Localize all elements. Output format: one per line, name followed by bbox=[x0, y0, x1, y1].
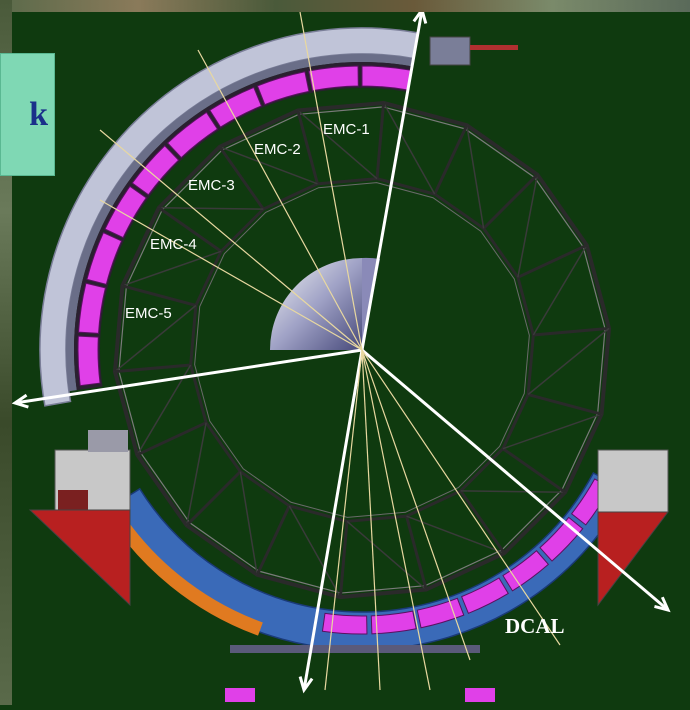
ring-spoke bbox=[433, 124, 469, 195]
emcal-module bbox=[308, 65, 359, 92]
ring-diagonal bbox=[382, 102, 436, 195]
ring-spoke bbox=[122, 284, 197, 307]
title-box: k bbox=[0, 53, 55, 176]
frame-top-bracket bbox=[429, 36, 471, 66]
dcal-boundary-line bbox=[361, 349, 431, 691]
ring-spoke bbox=[114, 363, 191, 374]
inner-ring-highlight bbox=[194, 182, 530, 518]
emc-1-label: EMC-1 bbox=[323, 121, 370, 138]
emcal-module bbox=[104, 185, 147, 239]
ring-spoke bbox=[533, 326, 610, 337]
emcal-arc bbox=[73, 62, 413, 391]
right-tower bbox=[597, 449, 669, 513]
ring-diagonal bbox=[239, 471, 258, 575]
dcal-module bbox=[502, 550, 550, 592]
ring-diagonal bbox=[122, 250, 222, 287]
emcal-module bbox=[256, 71, 310, 106]
central-core bbox=[270, 258, 362, 350]
ring-spoke bbox=[296, 110, 319, 185]
left-red-support bbox=[28, 509, 131, 607]
angle-arrow-right-head bbox=[654, 596, 671, 613]
dcal-boundary-line bbox=[361, 349, 471, 661]
emc-boundary-line bbox=[197, 49, 363, 351]
dcal-boundary-line bbox=[361, 349, 561, 646]
frame-top-arm bbox=[470, 45, 518, 50]
ring-diagonal bbox=[466, 125, 485, 229]
dcal-label: DCAL bbox=[505, 614, 565, 638]
ring-diagonal bbox=[406, 515, 505, 554]
dcal-boundary-line bbox=[361, 349, 381, 691]
ring-diagonal bbox=[288, 505, 342, 598]
ring-spoke bbox=[502, 447, 567, 494]
emc-boundary-line bbox=[99, 199, 363, 351]
ring-diagonal bbox=[502, 413, 602, 450]
emcal-module bbox=[361, 65, 412, 91]
emcal-module bbox=[209, 86, 263, 128]
emc-boundary-line bbox=[299, 11, 363, 351]
ring-spoke bbox=[459, 490, 506, 555]
emc-5-label: EMC-5 bbox=[125, 305, 172, 322]
emcal-module bbox=[131, 145, 180, 196]
ring-spoke bbox=[136, 421, 207, 457]
support-frame bbox=[39, 27, 518, 407]
right-red-support bbox=[597, 511, 670, 607]
angle-lines bbox=[11, 6, 671, 694]
ring-diagonal bbox=[527, 327, 610, 396]
ring-diagonal bbox=[532, 244, 588, 336]
dcal-module bbox=[321, 612, 368, 635]
dcal-module bbox=[416, 597, 465, 629]
ring-spoke bbox=[338, 521, 349, 598]
ring-diagonal bbox=[185, 422, 207, 526]
angle-arrow-top bbox=[360, 9, 424, 351]
angle-arrow-left-head bbox=[11, 393, 29, 409]
ring-spoke bbox=[527, 393, 602, 416]
emc-4-label: EMC-4 bbox=[150, 236, 197, 253]
ring-spoke bbox=[405, 515, 428, 590]
angle-arrow-bottom-head bbox=[298, 676, 314, 694]
base-foot-left bbox=[225, 688, 255, 702]
ring-diagonal bbox=[219, 146, 318, 185]
ring-diagonal bbox=[460, 490, 566, 493]
angle-arrow-left bbox=[14, 348, 363, 405]
emcal-module bbox=[78, 282, 107, 334]
angle-arrow-bottom bbox=[302, 349, 364, 691]
ring-spoke bbox=[185, 470, 242, 527]
ring-spoke bbox=[375, 102, 386, 179]
dcal-arc bbox=[104, 471, 628, 702]
ring-spoke bbox=[482, 173, 539, 230]
base-rail bbox=[230, 645, 480, 653]
emc-3-label: EMC-3 bbox=[188, 177, 235, 194]
angle-arrow-right bbox=[361, 348, 669, 612]
emcal-module bbox=[77, 335, 101, 387]
background-photo-strip-left bbox=[0, 0, 12, 705]
dcal-boundary-line bbox=[324, 349, 363, 691]
side-towers bbox=[28, 430, 670, 607]
ring-diagonal bbox=[114, 304, 197, 373]
base-foot-right bbox=[465, 688, 495, 702]
dcal-module bbox=[460, 577, 509, 614]
ring-diagonal bbox=[346, 520, 427, 591]
ring-spoke bbox=[255, 505, 291, 576]
title-text: k bbox=[29, 95, 48, 133]
ring-frame bbox=[112, 100, 612, 600]
background-photo-strip-top bbox=[0, 0, 690, 12]
ring-diagonal bbox=[297, 109, 378, 180]
emcal-module bbox=[166, 111, 219, 159]
left-tower-cap bbox=[88, 430, 128, 452]
ring-diagonal bbox=[136, 364, 192, 456]
left-tower-base bbox=[58, 490, 88, 510]
emc-2-label: EMC-2 bbox=[254, 141, 301, 158]
dcal-module bbox=[370, 610, 417, 635]
ring-diagonal bbox=[517, 174, 539, 278]
ring-diagonal bbox=[158, 207, 264, 210]
ring-spoke bbox=[218, 145, 265, 210]
ring-spoke bbox=[517, 243, 588, 279]
emcal-module bbox=[86, 232, 123, 285]
emc-boundary-line bbox=[99, 129, 363, 351]
ring-spoke bbox=[157, 206, 222, 253]
